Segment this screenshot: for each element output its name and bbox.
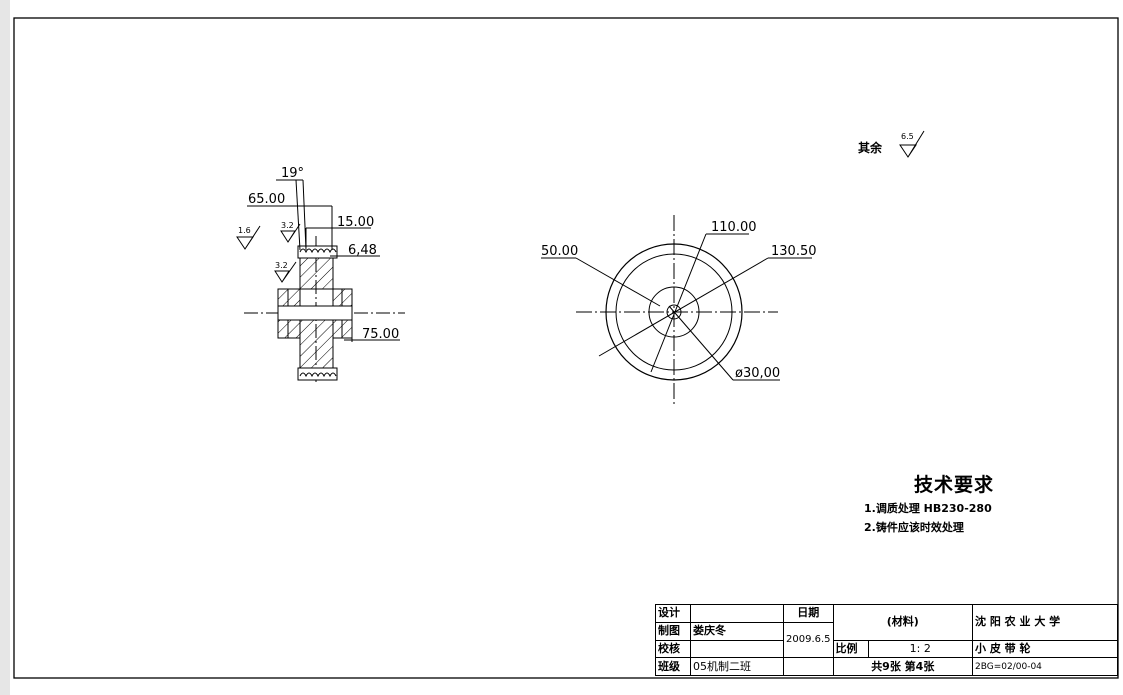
bore — [277, 305, 353, 321]
sheets: 共9张 第4张 — [832, 657, 974, 676]
class-label: 班级 — [655, 657, 691, 676]
d50-label: 50.00 — [541, 244, 578, 259]
hub-upper-left — [287, 288, 301, 307]
bore-circle — [666, 304, 682, 320]
drafter: 娄庆冬 — [690, 621, 784, 641]
class-name: 05机制二班 — [690, 657, 784, 676]
hub-upper-right — [332, 288, 343, 307]
d130-label: 130.50 — [771, 244, 817, 259]
sheet-border — [13, 17, 1119, 679]
angle-label: 19° — [281, 166, 304, 181]
grooves-lower — [299, 372, 337, 378]
title-block: 设计 日期 (材料) 沈 阳 农 业 大 学 制图 娄庆冬 2009.6.5 校… — [655, 604, 1118, 676]
design-label: 设计 — [655, 604, 691, 623]
web-upper — [299, 257, 334, 290]
tech-title: 技术要求 — [914, 474, 995, 496]
hub-lower-left — [287, 319, 301, 339]
d50-leader — [575, 257, 661, 307]
phi30-leader — [668, 305, 734, 381]
side-view: 19° 65.00 15.00 6,48 75.00 1.6 3.2 3.2 — [236, 166, 405, 382]
general-roughness-label: 其余 — [858, 141, 883, 155]
part-name: 小 皮 带 轮 — [972, 639, 1118, 659]
rim-lower — [297, 367, 338, 381]
roughness-1-label: 1.6 — [238, 226, 251, 235]
rim-inner-circle — [615, 253, 733, 371]
dim648-label: 6,48 — [348, 243, 377, 258]
tech-requirements: 技术要求 1.调质处理 HB230-280 2.铸件应该时效处理 — [864, 470, 994, 535]
outer-circle — [605, 243, 743, 381]
d110-label: 110.00 — [711, 220, 757, 235]
general-roughness-value: 6.5 — [901, 132, 914, 141]
scale-label: 比例 — [832, 639, 869, 659]
tech-item-2: 2.铸件应该时效处理 — [864, 521, 964, 534]
roughness-symbol-1 — [236, 225, 261, 250]
hub-circle — [648, 286, 700, 338]
dim65-label: 65.00 — [248, 192, 285, 207]
phi30-label: ø30,00 — [735, 366, 780, 381]
tech-item-1: 1.调质处理 HB230-280 — [864, 502, 992, 515]
general-roughness-symbol — [899, 130, 925, 158]
hub-lower-right — [332, 319, 343, 339]
school: 沈 阳 农 业 大 学 — [972, 604, 1118, 641]
date-label: 日期 — [783, 604, 834, 623]
d130-leader — [598, 257, 769, 357]
roughness-symbol-2 — [280, 223, 301, 243]
check-label: 校核 — [655, 639, 691, 659]
angle-line-1 — [295, 179, 301, 251]
scale-value: 1: 2 — [867, 639, 974, 659]
grooves-upper — [299, 248, 337, 254]
front-view: 50.00 110.00 130.50 ø30,00 — [541, 215, 817, 405]
web-lower — [299, 319, 334, 369]
dim75-label: 75.00 — [362, 327, 399, 342]
draw-label: 制图 — [655, 621, 691, 641]
dim15-label: 15.00 — [337, 215, 374, 230]
roughness-2-label: 3.2 — [281, 221, 294, 230]
date-value: 2009.6.5 — [783, 621, 834, 659]
roughness-3-label: 3.2 — [275, 261, 288, 270]
drawing-number: 2BG=02/00-04 — [972, 657, 1118, 676]
material: (材料) — [832, 604, 974, 641]
d110-leader — [650, 233, 707, 373]
roughness-symbol-3 — [274, 261, 297, 283]
